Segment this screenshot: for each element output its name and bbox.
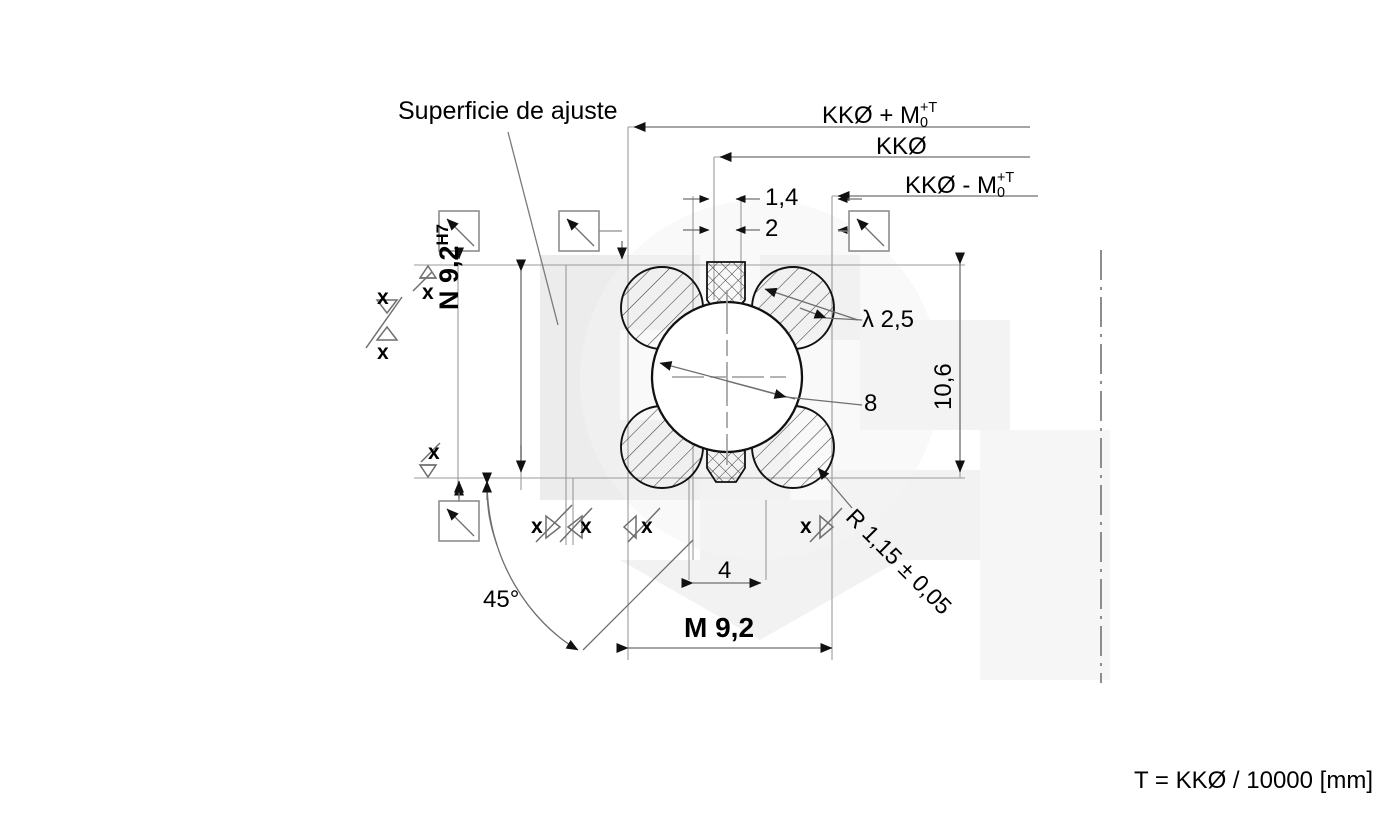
- bottom-dimensions: [616, 578, 833, 653]
- fitting-surface-label: Superficie de ajuste: [398, 97, 618, 125]
- dimension-label-bottom-main: M 9,2: [684, 612, 755, 643]
- top-dimension-lines: [633, 122, 1038, 201]
- angle-label: 45°: [483, 586, 520, 613]
- roller-diameter-label: λ 2,5: [862, 306, 915, 333]
- tolerance-class-h7: H7: [433, 224, 452, 246]
- bore-diameter-label: 8: [864, 390, 878, 417]
- surface-finish-symbols: [365, 264, 843, 543]
- tolerance-formula-note: T = KKØ / 10000 [mm]: [1134, 767, 1373, 794]
- surface-mark-x-1: x: [422, 281, 434, 304]
- bottom-edge-ticks: [454, 445, 526, 500]
- surface-mark-x-5: x: [531, 515, 543, 538]
- lay-symbol-icon-4: [438, 483, 480, 542]
- lay-symbol-icon-3: [838, 210, 890, 252]
- dimension-label-4: 4: [718, 557, 732, 584]
- dimension-label-top-middle: KKØ: [876, 133, 927, 160]
- dimension-label-2: 2: [765, 215, 779, 242]
- surface-mark-x-6: x: [580, 515, 592, 538]
- surface-mark-x-7: x: [641, 515, 653, 538]
- surface-mark-x-2: x: [377, 286, 389, 309]
- surface-mark-x-8: x: [800, 515, 812, 538]
- lay-symbol-group: [438, 210, 890, 546]
- dimension-label-left-vertical: N 9,2H7: [433, 224, 464, 310]
- small-top-dimensions: [683, 195, 862, 234]
- lay-symbol-icon-1: [438, 210, 480, 260]
- surface-mark-x-3: x: [377, 341, 389, 364]
- surface-mark-x-4: x: [428, 441, 440, 464]
- leader-lines: [486, 131, 863, 651]
- dimension-label-1-4: 1,4: [765, 184, 799, 211]
- dimension-label-right-vertical: 10,6: [930, 363, 957, 410]
- bearing-geometry: [620, 261, 835, 489]
- lay-symbol-icon-2: [558, 210, 627, 260]
